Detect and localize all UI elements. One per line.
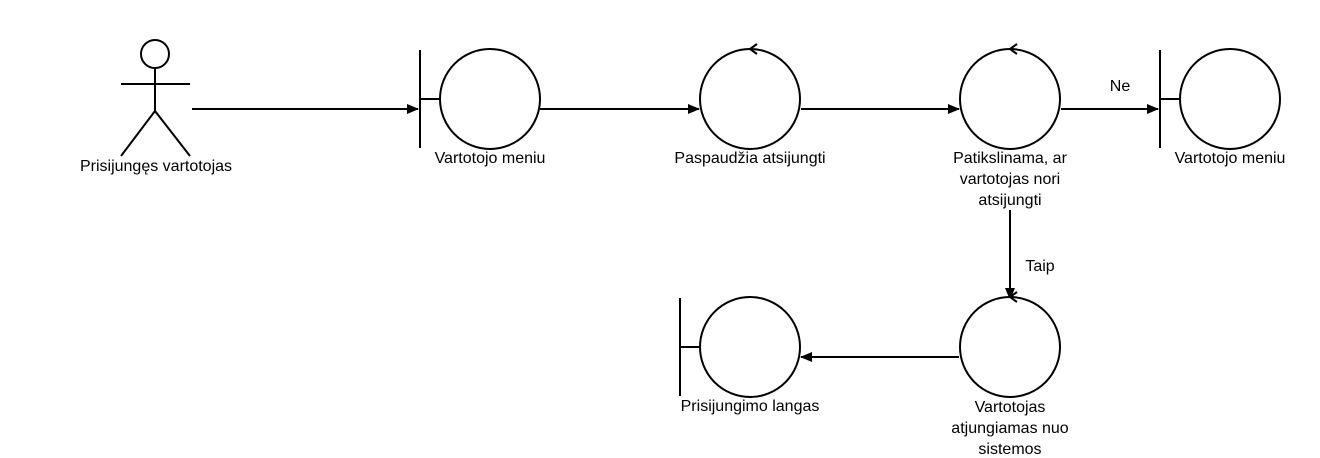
boundary-menu2-icon <box>1159 48 1281 150</box>
login-window-label: Prisijungimo langas <box>680 398 820 415</box>
confirm-label-line-3: atsijungti <box>978 192 1042 209</box>
confirm-label-line-2: vartotojas nori <box>959 171 1061 188</box>
logged-out-label-line-1: Vartotojas <box>974 399 1046 416</box>
menu2-label: Vartotojo meniu <box>1174 150 1286 167</box>
edge-yes-label: Taip <box>1025 258 1055 275</box>
confirm-label-line-1: Patikslinama, ar <box>953 150 1067 167</box>
logged-out-label-line-2: atjungiamas nuo <box>951 420 1069 437</box>
boundary-login-window-icon <box>679 296 801 398</box>
control-confirm-icon <box>959 43 1061 150</box>
menu1-label: Vartotojo meniu <box>434 150 546 167</box>
edge-no-label: Ne <box>1109 78 1131 95</box>
actor-label: Prisijungęs vartotojas <box>79 158 233 175</box>
control-click-logout-icon <box>699 43 801 150</box>
logged-out-label: Vartotojas atjungiamas nuo sistemos <box>951 397 1068 458</box>
actor-icon <box>120 39 191 157</box>
control-logged-out-icon <box>959 291 1061 398</box>
logged-out-label-line-3: sistemos <box>978 441 1042 458</box>
confirm-label: Patikslinama, ar vartotojas nori atsijun… <box>953 148 1067 211</box>
click-logout-label: Paspaudžia atsijungti <box>674 150 826 167</box>
boundary-menu1-icon <box>419 48 541 150</box>
